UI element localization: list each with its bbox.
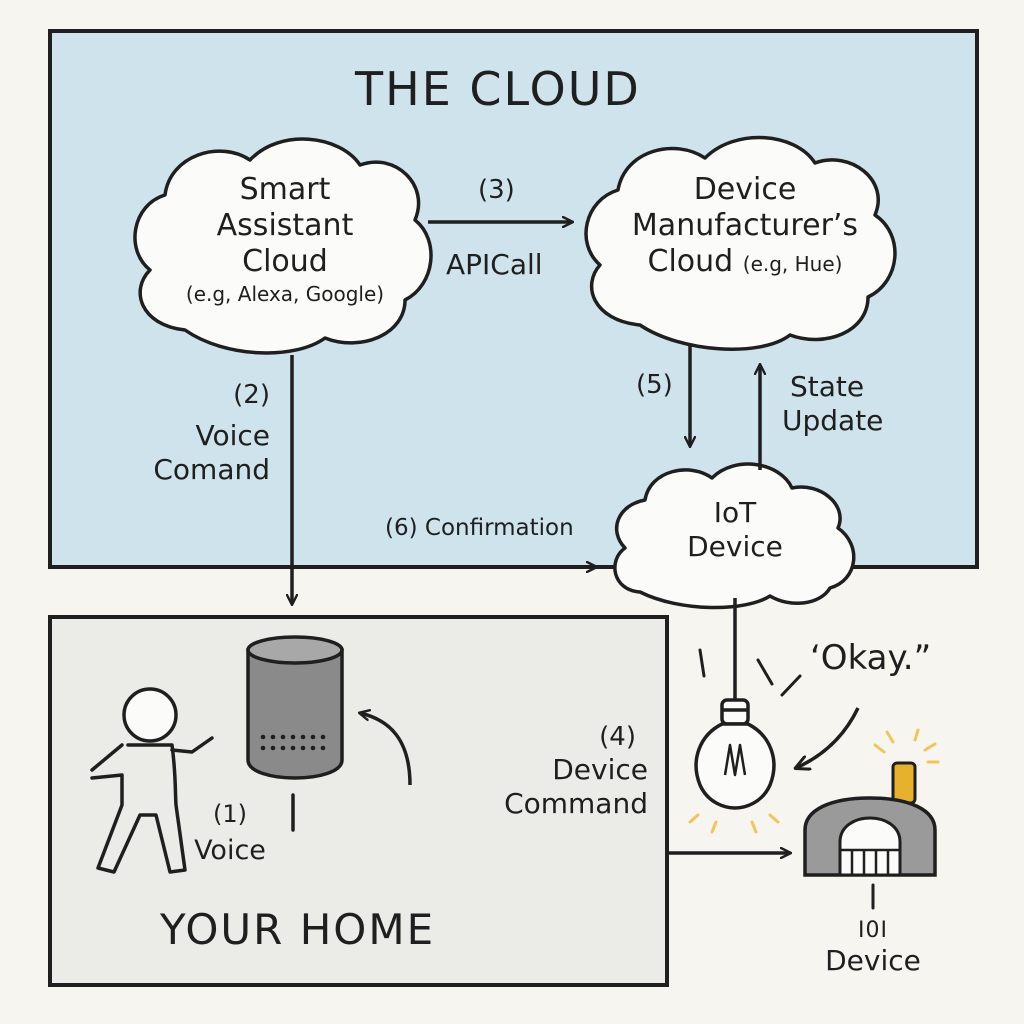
- manufacturer-line1: Device: [693, 172, 797, 207]
- iot-device-line2: Device: [687, 529, 783, 563]
- step2-label: (2) Voice Comand: [120, 380, 270, 486]
- step4-label: (4) Device Command: [470, 722, 648, 820]
- step5-number: (5): [636, 370, 673, 400]
- manufacturer-example: (e.g, Hue): [742, 252, 843, 276]
- iot-device-label: IoT Device: [660, 496, 810, 563]
- step3-number: (3): [478, 175, 515, 205]
- step2-number: (2): [233, 380, 270, 410]
- okay-pointer-arrow: [796, 707, 860, 768]
- smart-speaker-icon: [246, 635, 344, 780]
- step1-label: (1) Voice: [194, 800, 300, 867]
- manufacturer-cloud-shape: [584, 135, 897, 351]
- manufacturer-line3: Cloud: [647, 244, 734, 279]
- garage-device-icon: [803, 728, 940, 877]
- step4-number: (4): [599, 722, 636, 752]
- home-region: [48, 615, 669, 987]
- state-update-label: State Update: [782, 370, 883, 437]
- step2-line1: Voice: [195, 419, 270, 453]
- step1-number: (1): [213, 800, 247, 828]
- light-bulb-icon: [694, 698, 776, 810]
- step4-line2: Command: [504, 786, 648, 820]
- garage-device-name: Device: [825, 944, 921, 978]
- iot-device-cloud-shape: [613, 462, 856, 610]
- smart-assistant-label: Smart Assistant Cloud (e.g, Alexa, Googl…: [155, 172, 415, 306]
- smart-assistant-line3: Cloud: [242, 244, 328, 279]
- step4-line1: Device: [552, 753, 648, 787]
- step1-voice: Voice: [194, 834, 266, 866]
- okay-speech-text: ‘Okay.”: [810, 638, 932, 678]
- smart-assistant-line2: Assistant: [216, 208, 354, 243]
- light-glow-icon: [688, 813, 780, 834]
- smart-assistant-example: (e.g, Alexa, Google): [185, 282, 385, 306]
- person-icon: [90, 687, 214, 874]
- manufacturer-line2: Manufacturer’s: [631, 208, 859, 243]
- iot-device-line1: IoT: [713, 496, 757, 529]
- smart-assistant-line1: Smart: [239, 172, 331, 207]
- home-region-title: YOUR HOME: [160, 905, 436, 954]
- state-update-line2: Update: [782, 403, 884, 437]
- garage-device-label: I0I Device: [808, 918, 938, 978]
- state-update-line1: State: [790, 370, 865, 403]
- confirmation-label: (6) Confirmation: [385, 515, 574, 541]
- api-call-label: APICall: [446, 248, 543, 281]
- step2-line2: Comand: [153, 452, 270, 486]
- speaker-activation-arrow: [360, 713, 412, 786]
- light-rays-icon: [698, 648, 802, 697]
- garage-device-code: I0I: [858, 918, 888, 943]
- smart-assistant-cloud-shape: [133, 137, 433, 355]
- cloud-region-title: THE CLOUD: [355, 62, 641, 116]
- manufacturer-label: Device Manufacturer’s Cloud (e.g, Hue): [605, 172, 885, 280]
